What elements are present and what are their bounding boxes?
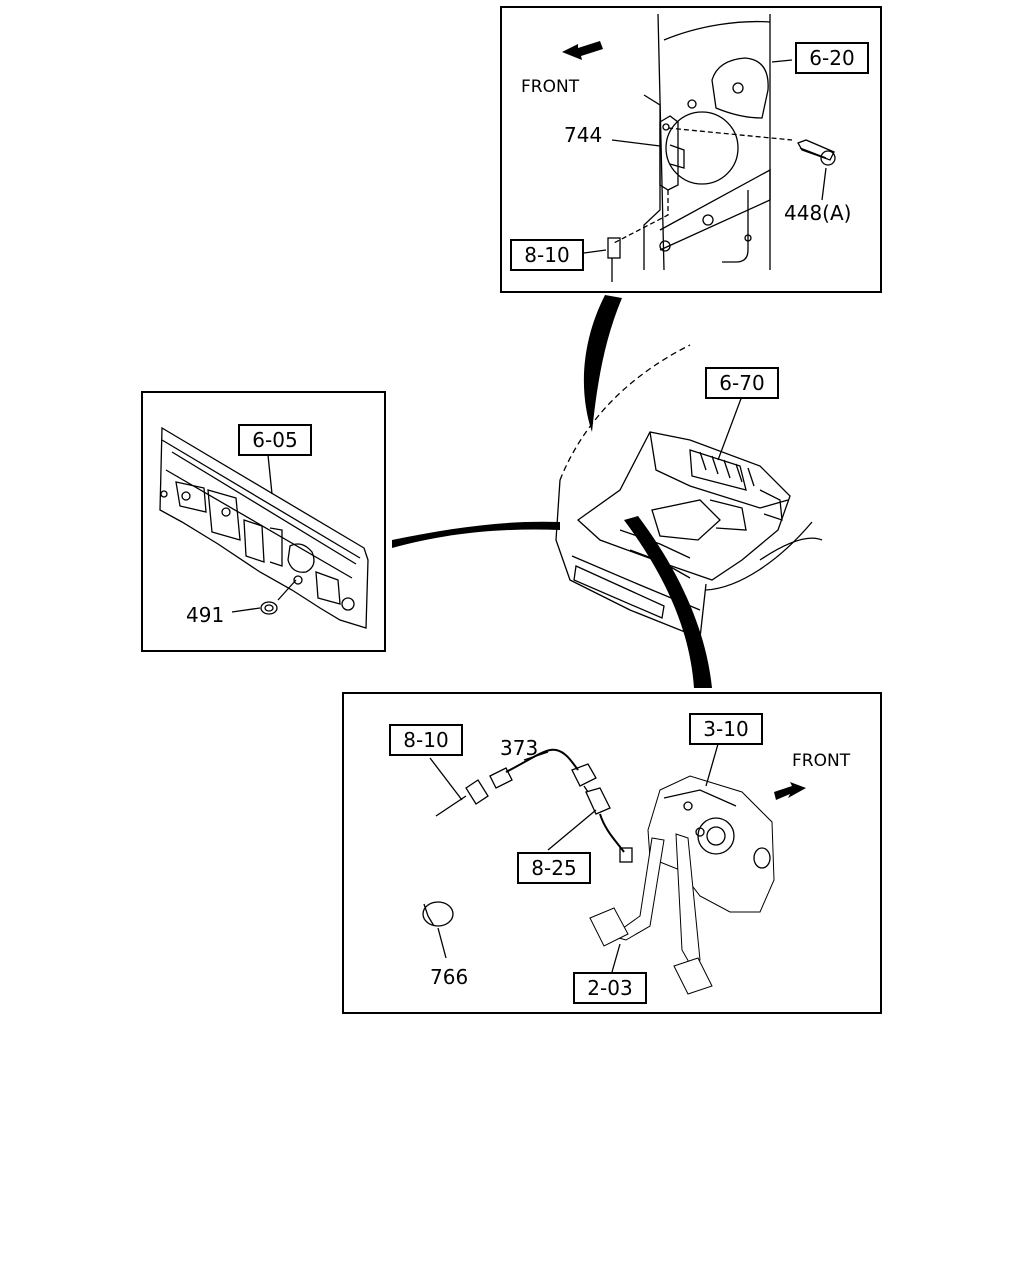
ref-label-6-05: 6-05 <box>252 428 297 452</box>
ref-label-8-10-bottom: 8-10 <box>403 728 448 752</box>
ref-box-3-10 <box>689 713 763 745</box>
ref-label-3-10: 3-10 <box>703 717 748 741</box>
part-label-766: 766 <box>430 965 468 989</box>
ref-label-2-03: 2-03 <box>587 976 632 1000</box>
part-labels: 744 448(A) 491 373 766 FRONT FRONT <box>186 77 851 989</box>
callout-leaders <box>392 295 712 688</box>
ref-box-8-10-top <box>510 239 584 271</box>
detail-panel-left <box>141 391 386 652</box>
part-label-448a: 448(A) <box>784 201 851 225</box>
ref-label-8-10-top: 8-10 <box>524 243 569 267</box>
reference-boxes: 6-20 8-10 6-70 6-05 8-10 3-10 8-25 2-03 <box>238 42 869 1004</box>
ref-box-6-05 <box>238 424 312 456</box>
ref-box-6-70 <box>705 367 779 399</box>
ref-label-6-70: 6-70 <box>719 371 764 395</box>
front-label-bottom: FRONT <box>792 751 851 771</box>
part-label-744: 744 <box>564 123 602 147</box>
ref-label-6-20: 6-20 <box>809 46 854 70</box>
ref-box-6-20 <box>795 42 869 74</box>
front-label-top: FRONT <box>521 77 580 97</box>
ref-box-8-10-bottom <box>389 724 463 756</box>
vehicle-cab-view <box>555 344 823 639</box>
ref-label-8-25: 8-25 <box>531 856 576 880</box>
part-label-491: 491 <box>186 603 224 627</box>
ref-box-8-25 <box>517 852 591 884</box>
ref-box-2-03 <box>573 972 647 1004</box>
part-label-373: 373 <box>500 736 538 760</box>
